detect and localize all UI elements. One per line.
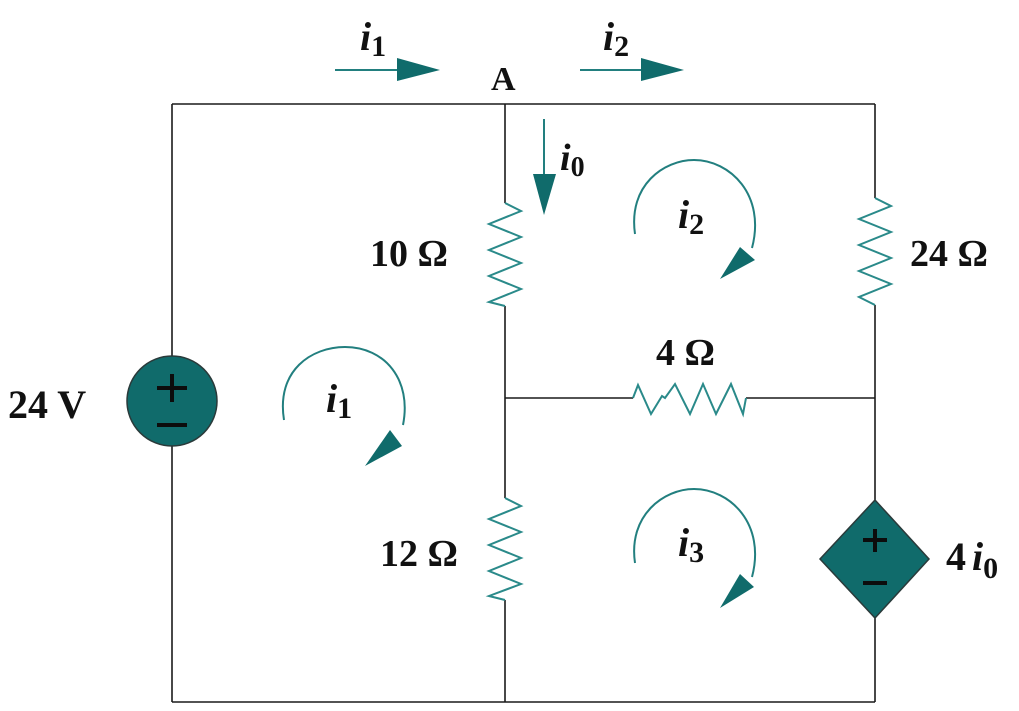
arrow-right-icon [641,58,684,81]
mesh-label-i2: i2 [678,192,704,241]
resistor-10-ohm [485,202,524,307]
node-label-a: A [491,61,516,98]
current-label-i0: i0 [560,137,585,183]
resistor-label-12: 12 Ω [380,533,458,575]
resistor-label-10: 10 Ω [370,233,448,275]
arrow-down-icon [533,174,556,215]
mesh-arrow-i2 [633,158,757,279]
voltage-source-24v [126,355,218,447]
arrow-i1-top [335,58,440,81]
arrow-i0-down [533,119,556,215]
dependent-source-diamond [818,498,931,620]
source-label: 24 V [8,382,86,427]
dependent-voltage-source [818,498,931,620]
resistor-24-ohm [856,197,894,306]
mesh-arrow-i1 [281,345,406,466]
mesh-arrow-i3 [633,487,757,608]
mesh-label-i1: i1 [326,376,352,425]
current-label-i2-top: i2 [603,14,629,63]
clockwise-arrow-icon [365,430,402,466]
mesh-label-i3: i3 [678,520,704,569]
resistor-label-24: 24 Ω [910,233,988,275]
resistor-4-ohm [632,381,747,418]
resistor-label-4: 4 Ω [656,332,715,374]
arrow-i2-top [580,58,684,81]
arrow-right-icon [397,58,440,81]
current-label-i1-top: i1 [360,14,386,63]
clockwise-arrow-icon [720,247,755,279]
wires [171,103,876,703]
resistor-12-ohm [485,497,524,601]
clockwise-arrow-icon [720,574,754,608]
